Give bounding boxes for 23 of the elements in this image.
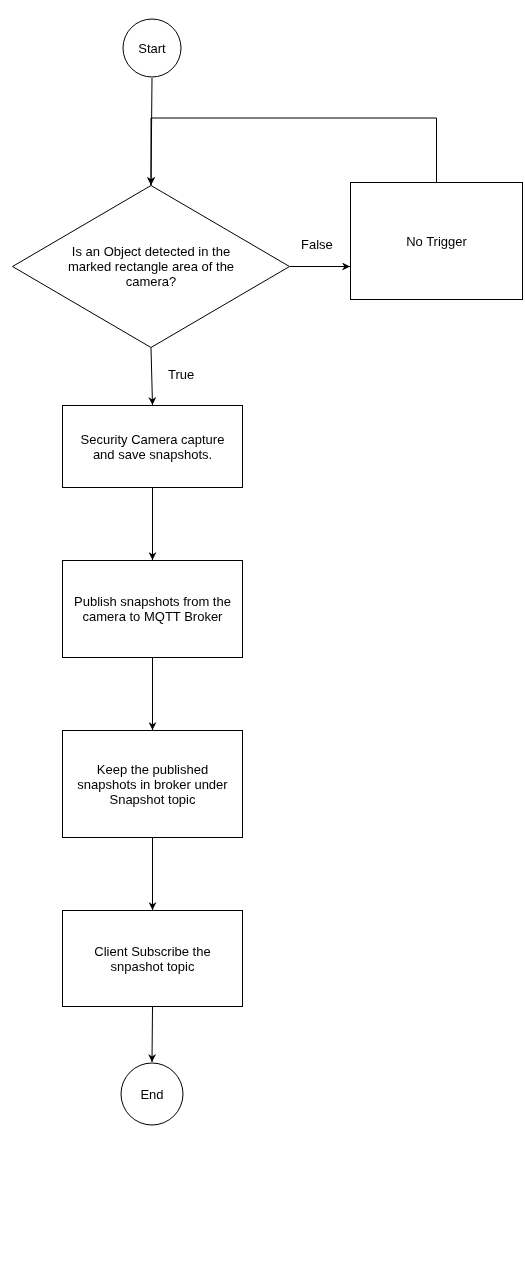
arrow	[148, 487, 157, 561]
arrow	[148, 657, 157, 731]
arrow	[148, 347, 157, 406]
process-box	[62, 560, 243, 658]
decision-diamond	[12, 185, 290, 348]
process-box	[62, 730, 243, 838]
node-label: Is an Object detected in the marked rectangle area of the camera?	[66, 244, 236, 289]
node-label: Start	[137, 40, 167, 56]
process-box	[350, 182, 523, 300]
node-label: No Trigger	[405, 233, 468, 249]
node-label: Security Camera capture and save snapshots.	[79, 431, 226, 462]
process-box	[62, 405, 243, 488]
node-label: Client Subscribe the snpashot topic	[93, 943, 212, 974]
arrow	[148, 1006, 157, 1063]
arrow	[148, 837, 157, 911]
terminal-circle	[120, 1062, 184, 1126]
arrow	[289, 262, 351, 271]
node-label: Keep the published snapshots in broker under Snapshot topic	[76, 761, 229, 807]
node-label: Publish snapshots from the camera to MQTT Broker	[73, 594, 232, 624]
arrow	[147, 117, 437, 186]
terminal-circle	[122, 18, 182, 78]
process-box	[62, 910, 243, 1007]
node-label: End	[139, 1086, 165, 1102]
